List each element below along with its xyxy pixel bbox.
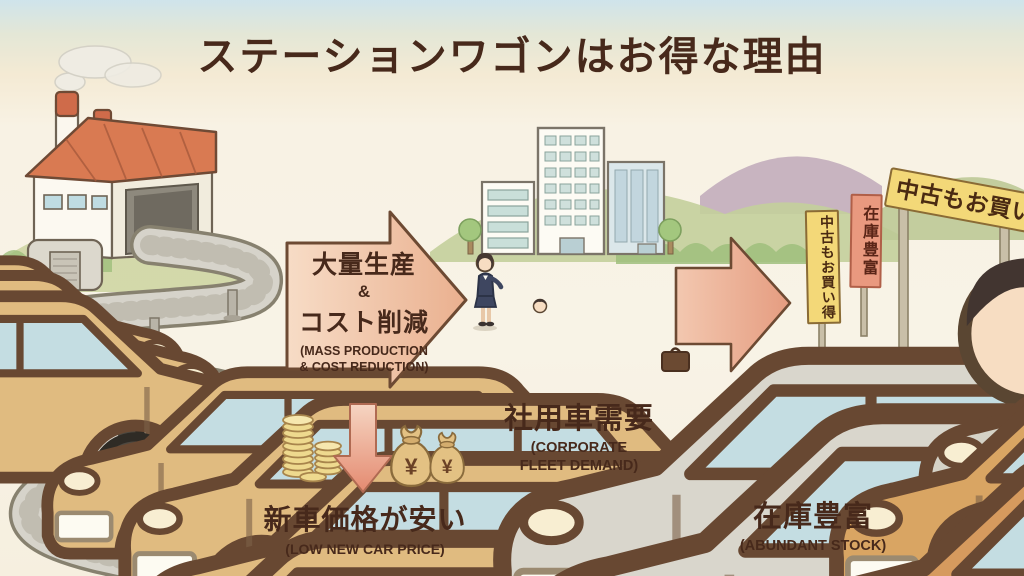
tree-icon (658, 218, 682, 255)
abundant-stock-jp: 在庫豊富 (752, 501, 873, 533)
factory-roof (24, 116, 218, 184)
corporate-demand-jp: 社用車需要 (503, 403, 654, 435)
corporate-demand-label: 社用車需要 (CORPORATE FLEET DEMAND) (498, 395, 660, 475)
corporate-demand-en-line2: FLEET DEMAND) (519, 457, 639, 474)
mass-production-jp-line1: 大量生産 (311, 251, 416, 279)
office-building (606, 160, 666, 256)
abundant-stock-en: (ABUNDANT STOCK) (739, 538, 887, 554)
smoke (54, 45, 162, 92)
driver (532, 298, 548, 314)
office-building (536, 126, 606, 256)
flow-arrow-mass-production (285, 210, 468, 389)
ampersand: & (357, 282, 371, 301)
briefcase-icon (661, 347, 690, 372)
low-price-jp: 新車価格が安い (263, 504, 467, 535)
office-buildings (458, 126, 682, 256)
corporate-fleet-scene (473, 253, 1024, 576)
mass-production-en-line2: & COST REDUCTION) (299, 359, 429, 374)
abundant-stock-label: 在庫豊富 (ABUNDANT STOCK) (732, 493, 894, 556)
mass-production-en-line1: (MASS PRODUCTION (300, 344, 428, 358)
page-title: ステーションワゴンはお得な理由 (197, 35, 827, 79)
down-arrow-icon (333, 403, 393, 493)
vertical-banner-stock: 在庫豊富 (849, 193, 883, 289)
corporate-demand-en-line1: (CORPORATE (530, 440, 628, 456)
tree-icon (458, 218, 482, 255)
yen-symbol: ¥ (405, 453, 418, 479)
flow-arrow-to-stock (674, 236, 792, 373)
vertical-banner-used-bargain: 中古もお買い得 (804, 209, 842, 325)
mass-production-jp-line2: コスト削減 (298, 309, 429, 337)
businesswoman (473, 253, 504, 331)
price-drop-group: ¥ ¥ (282, 403, 465, 493)
yen-symbol: ¥ (442, 456, 453, 478)
low-price-en: (LOW NEW CAR PRICE) (285, 541, 445, 557)
money-bag-icon: ¥ (429, 431, 465, 484)
money-bag-icon: ¥ (390, 424, 433, 488)
mass-production-arrow-label: 大量生産 & コスト削減 (MASS PRODUCTION & COST RED… (286, 245, 442, 375)
low-price-label: 新車価格が安い (LOW NEW CAR PRICE) (262, 498, 468, 558)
office-building (480, 180, 536, 256)
